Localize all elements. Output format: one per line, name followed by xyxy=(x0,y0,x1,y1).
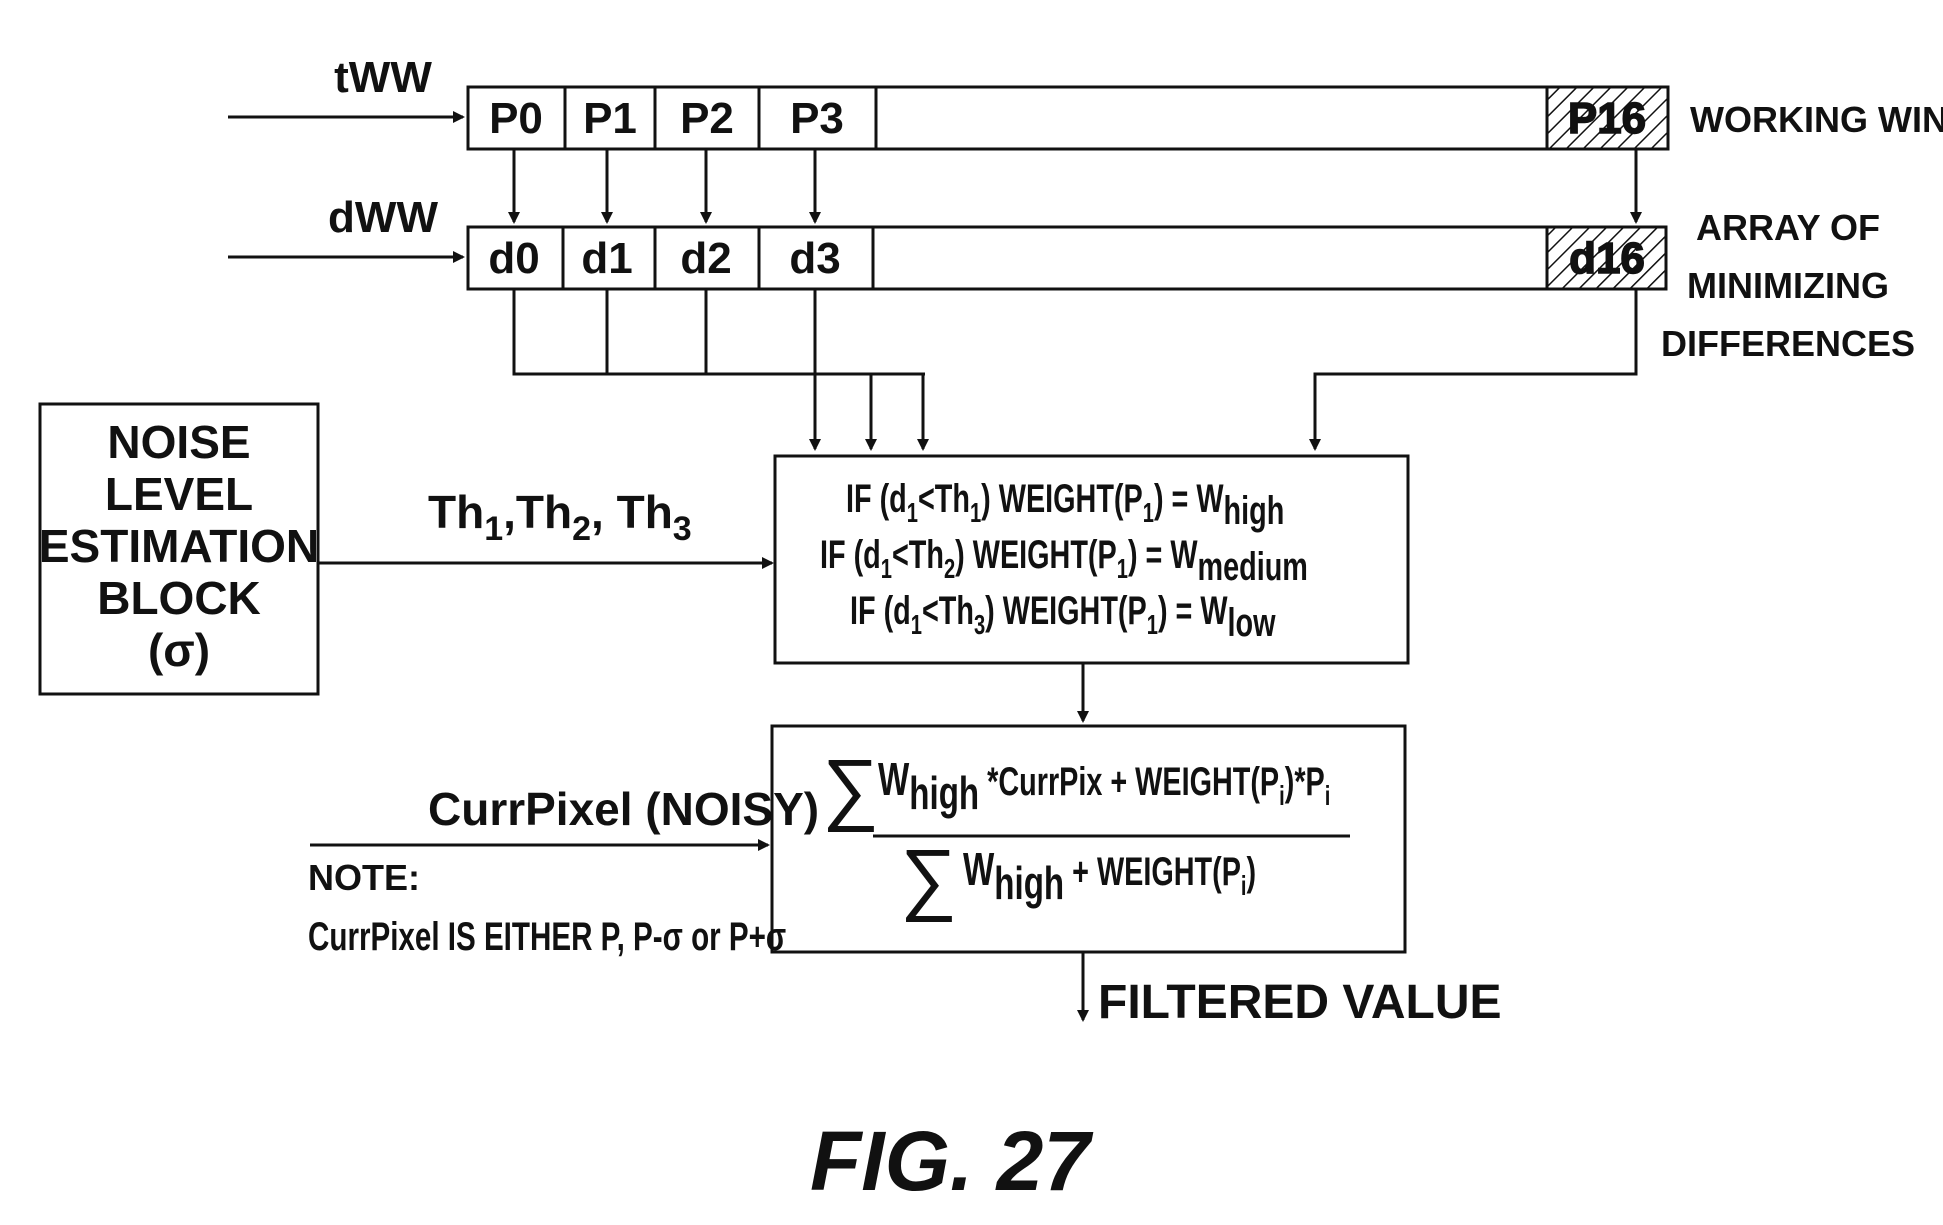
working-window-input-label: tWW xyxy=(334,53,432,102)
weight-rule-low: IF (d1<Th3) WEIGHT(P1) = Wlow xyxy=(850,588,1276,645)
weight-assignment-block xyxy=(773,454,1410,665)
difference-cell-d0: d0 xyxy=(488,234,539,283)
difference-cell-d2: d2 xyxy=(680,234,731,283)
difference-array-label-line: ARRAY OF xyxy=(1696,207,1880,248)
filtered-value-label: FILTERED VALUE xyxy=(1098,976,1502,1029)
working-window-label: WORKING WINDOW xyxy=(1690,99,1943,140)
working-window-cell-labels: P0 P1 P2 P3 xyxy=(489,94,844,143)
difference-array-cell-labels: d0 d1 d2 d3 xyxy=(488,234,840,283)
noise-label-line: BLOCK xyxy=(97,572,261,624)
weight-rule-medium: IF (d1<Th2) WEIGHT(P1) = Wmedium xyxy=(820,532,1308,589)
difference-array-input-label: dWW xyxy=(328,193,438,242)
filter-computation-block xyxy=(770,724,1407,954)
noise-label-line: NOISE xyxy=(107,416,250,468)
difference-array xyxy=(466,225,1668,291)
pixel-cell-p2: P2 xyxy=(680,94,734,143)
last-difference-line xyxy=(1309,289,1638,451)
note-title: NOTE: xyxy=(308,857,420,898)
pixel-cell-p3: P3 xyxy=(790,94,844,143)
thresholds-label: Th1,Th2, Th3 xyxy=(428,486,692,548)
weight-rule-high: IF (d1<Th1) WEIGHT(P1) = Whigh xyxy=(846,476,1284,533)
filter-numerator: Whigh *CurrPix + WEIGHT(Pi)*Pi xyxy=(878,755,1330,819)
noise-label-line: (σ) xyxy=(148,624,210,676)
noise-estimation-block xyxy=(38,402,320,696)
figure-caption: FIG. 27 xyxy=(810,1114,1093,1208)
note-text: CurrPixel IS EITHER P, P-σ or P+σ xyxy=(308,915,786,959)
difference-collector-line xyxy=(512,289,925,376)
pixel-cell-p16: P16 xyxy=(1568,94,1646,143)
difference-cell-d16: d16 xyxy=(1569,234,1645,283)
difference-array-last-cell xyxy=(1545,225,1668,291)
noise-label-line: ESTIMATION xyxy=(39,520,319,572)
working-window-array xyxy=(466,85,1670,151)
working-window-last-cell xyxy=(1545,85,1670,151)
difference-array-label-line: MINIMIZING xyxy=(1687,265,1889,306)
pixel-cell-p1: P1 xyxy=(583,94,637,143)
difference-cell-d1: d1 xyxy=(581,234,632,283)
weight-assignment-rules: IF (d1<Th1) WEIGHT(P1) = Whigh IF (d1<Th… xyxy=(820,476,1308,645)
difference-array-label: ARRAY OF MINIMIZING DIFFERENCES xyxy=(1661,207,1915,364)
noise-estimation-label: NOISE LEVEL ESTIMATION BLOCK (σ) xyxy=(39,416,319,676)
difference-cell-d3: d3 xyxy=(789,234,840,283)
pixel-cell-p0: P0 xyxy=(489,94,543,143)
denominator-sigma: ∑ xyxy=(900,833,957,922)
current-pixel-label: CurrPixel (NOISY) xyxy=(428,783,819,835)
filter-denominator: Whigh + WEIGHT(Pi) xyxy=(963,845,1256,909)
noise-label-line: LEVEL xyxy=(105,468,253,520)
difference-array-label-line: DIFFERENCES xyxy=(1661,323,1915,364)
numerator-sigma: ∑ xyxy=(822,743,879,832)
